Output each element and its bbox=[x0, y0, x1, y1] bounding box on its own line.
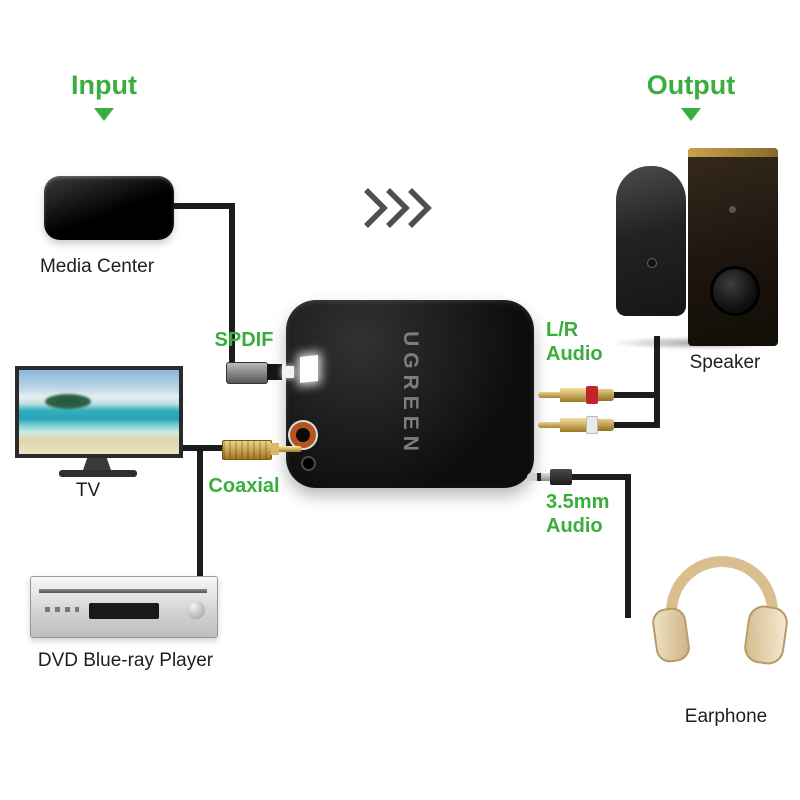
output-label: Output bbox=[646, 70, 736, 100]
dvd-player-label: DVD Blue-ray Player bbox=[37, 650, 214, 671]
rca-back bbox=[598, 389, 614, 401]
jack-tip bbox=[527, 473, 537, 481]
dvd-display bbox=[89, 603, 159, 619]
media-center-device bbox=[44, 176, 174, 240]
tv-stand-base bbox=[59, 470, 137, 477]
spdif-plug-tip bbox=[282, 366, 294, 378]
coaxial-label: Coaxial bbox=[208, 475, 280, 497]
rca-body bbox=[560, 418, 586, 432]
speaker-tweeter bbox=[729, 206, 736, 213]
tv-screen bbox=[15, 366, 183, 458]
spdif-label: SPDIF bbox=[214, 329, 274, 351]
converter-brand: UGREEN bbox=[399, 331, 422, 457]
input-down-arrow-icon bbox=[94, 108, 114, 121]
rca-body bbox=[560, 388, 586, 402]
coaxial-plug-body bbox=[222, 440, 272, 460]
earphone-headband bbox=[666, 556, 778, 618]
jack-band bbox=[537, 473, 541, 481]
coaxial-plug-pin bbox=[279, 446, 302, 452]
speaker-left-emblem bbox=[647, 258, 657, 268]
dvd-disc-slot bbox=[39, 589, 207, 593]
optical-port bbox=[300, 355, 318, 383]
coaxial-port bbox=[290, 422, 316, 448]
rca-white-band bbox=[586, 416, 598, 434]
converter-device: UGREEN bbox=[286, 300, 534, 488]
speaker-label: Speaker bbox=[689, 352, 761, 373]
tv-stand-neck bbox=[83, 458, 111, 470]
media-center-cable bbox=[172, 203, 235, 372]
spdif-connector bbox=[226, 360, 296, 384]
output-down-arrow-icon bbox=[681, 108, 701, 121]
audio-35mm-label: 3.5mm Audio bbox=[546, 491, 610, 537]
headphone-port bbox=[301, 456, 316, 471]
spdif-plug-body bbox=[226, 362, 268, 384]
rca-back bbox=[598, 419, 614, 431]
earphone-device bbox=[650, 552, 790, 704]
rca-connector-white bbox=[538, 414, 614, 436]
earphone-cable bbox=[566, 474, 631, 618]
speaker-right bbox=[688, 148, 778, 346]
speaker-woofer bbox=[710, 266, 760, 316]
jack-body bbox=[550, 469, 572, 485]
coaxial-plug-collar bbox=[271, 443, 279, 455]
coaxial-connector bbox=[222, 438, 302, 460]
forward-chevrons-icon bbox=[364, 188, 432, 228]
media-center-label: Media Center bbox=[39, 256, 155, 277]
rca-pin bbox=[538, 392, 562, 398]
speaker-wood-top bbox=[688, 148, 778, 157]
rca-red-band bbox=[586, 386, 598, 404]
dvd-knob bbox=[187, 601, 205, 619]
rca-connector-red bbox=[538, 384, 614, 406]
dvd-buttons bbox=[45, 607, 79, 612]
tv-island-graphic bbox=[45, 394, 91, 409]
jack-shaft bbox=[541, 473, 550, 481]
rca-pin bbox=[538, 422, 562, 428]
tv-device bbox=[15, 366, 185, 482]
dvd-player-device bbox=[30, 576, 218, 638]
earphone-right-cup bbox=[742, 603, 790, 667]
speaker-device bbox=[610, 146, 785, 352]
lr-audio-label: L/R Audio bbox=[546, 319, 603, 365]
speaker-left bbox=[616, 166, 686, 316]
spdif-plug-neck bbox=[267, 364, 282, 380]
tv-label: TV bbox=[75, 480, 101, 501]
earphone-label: Earphone bbox=[684, 706, 768, 727]
jack-35mm-connector bbox=[527, 467, 573, 487]
input-label: Input bbox=[71, 70, 137, 100]
